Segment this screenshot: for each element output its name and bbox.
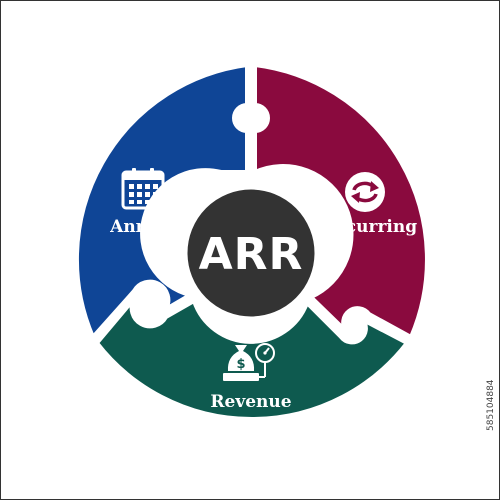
watermark-id: 585104884: [486, 379, 496, 431]
segment-revenue: [95, 297, 409, 421]
money-bag-scale-icon: $: [223, 343, 275, 381]
svg-text:$: $: [236, 357, 245, 372]
segment-label-revenue: Revenue: [210, 392, 291, 412]
calendar-icon: [121, 168, 165, 210]
segment-annual: [74, 63, 249, 339]
recurring-arrows-icon: [345, 172, 385, 212]
segment-label-annual: Annual: [109, 217, 178, 237]
segment-label-recurring: Recurring: [321, 217, 417, 237]
center-label: ARR: [199, 229, 304, 280]
center-circle: [182, 184, 320, 322]
segment-recurring: [253, 63, 429, 339]
